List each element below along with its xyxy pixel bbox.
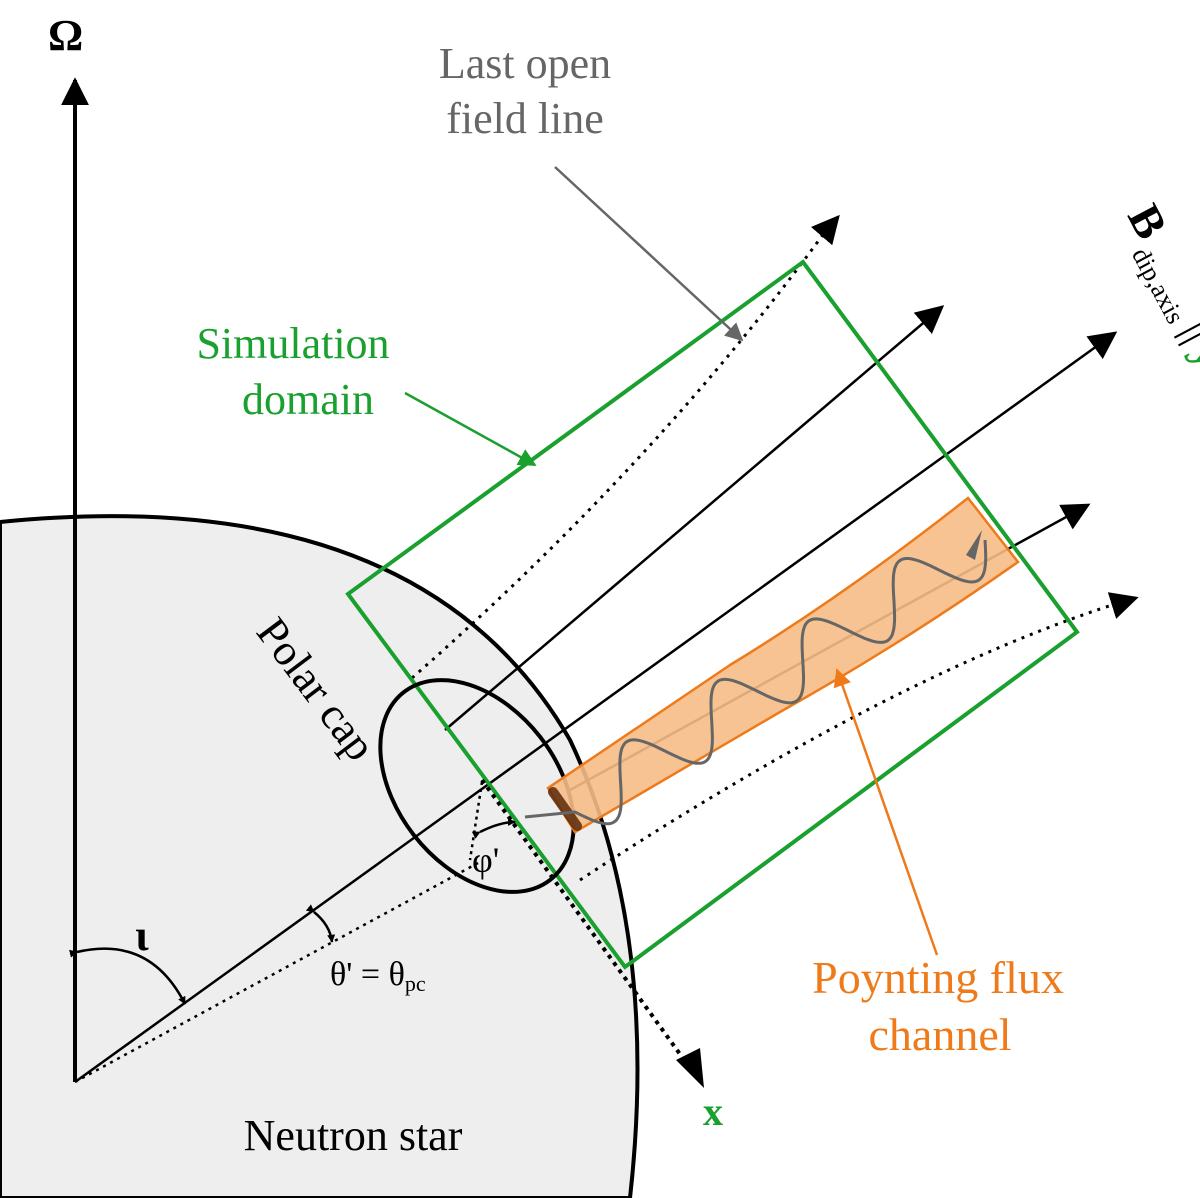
poynting-label-line2: channel [868, 1009, 1011, 1060]
x-axis-arrowhead [676, 1048, 704, 1088]
poynting-flux-channel [546, 496, 1020, 834]
last-open-label-line2: field line [446, 94, 604, 143]
omega-label: Ω [48, 11, 83, 60]
last-open-arrowhead-right [1107, 592, 1139, 619]
last-open-arrowhead-left [810, 214, 840, 246]
theta-angle-arc [305, 904, 336, 943]
iota-angle-arc [69, 947, 187, 1005]
neutron-star-label: Neutron star [244, 1111, 463, 1160]
simulation-label-line1: Simulation [196, 319, 389, 368]
field-line-upper [444, 305, 945, 731]
iota-label: ι [135, 911, 149, 960]
poynting-wave [524, 539, 988, 826]
b-label-main: B [1118, 196, 1177, 247]
phi-angle-arc [471, 818, 516, 839]
b-dip-axis-label: B dip,axis || y [1118, 196, 1200, 376]
magnetic-axis-line [74, 331, 1118, 1084]
channel-base-shadow [548, 787, 582, 831]
phi-radius-line [468, 781, 484, 861]
simulation-domain-pointer-arrow [404, 391, 537, 467]
polar-cap-ellipse [378, 678, 576, 894]
simulation-domain-box [345, 259, 1080, 970]
last-open-field-line-right [579, 598, 1129, 882]
x-axis-label: x [703, 1089, 723, 1134]
last-open-pointer-arrow [554, 166, 744, 342]
poynting-label-line1: Poynting flux [812, 952, 1064, 1003]
phi-prime-label: φ' [472, 840, 499, 880]
wave-arrowhead [966, 530, 982, 560]
theta-label: θ' = θpc [330, 956, 426, 996]
poynting-pointer-arrow [833, 668, 939, 956]
simulation-label-line2: domain [242, 375, 374, 424]
last-open-field-line-left [411, 224, 832, 680]
last-open-label-line1: Last open [439, 39, 611, 88]
b-label-subscript: dip,axis [1126, 243, 1190, 329]
